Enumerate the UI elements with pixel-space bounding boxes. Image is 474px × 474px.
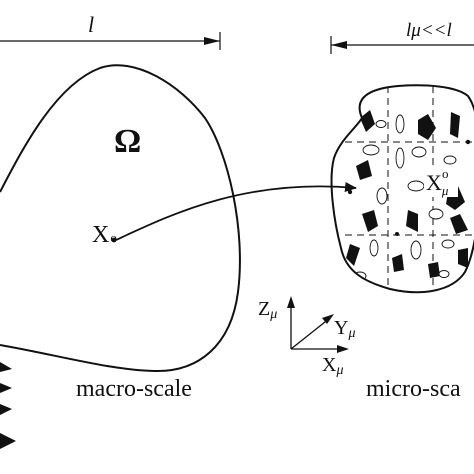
- x-axis-label: Xμ: [322, 354, 343, 378]
- load-arrow-head: [0, 362, 12, 372]
- rve-black-inclusion: [360, 110, 375, 132]
- rve-black-dot: [395, 232, 399, 236]
- z-axis-arrowhead: [287, 296, 295, 308]
- load-arrow-head: [0, 383, 12, 393]
- rve-black-inclusion: [418, 114, 436, 140]
- rve-black-inclusion: [392, 254, 404, 272]
- y-axis-line: [290, 317, 331, 350]
- micro-length-label: lμ<<l: [406, 20, 452, 41]
- rve-hollow-inclusion: [375, 120, 387, 128]
- rve-black-inclusion: [362, 210, 378, 232]
- y-axis-arrowhead: [322, 314, 334, 324]
- rve-hollow-inclusion: [438, 270, 450, 278]
- rve-hollow-inclusion: [441, 239, 455, 249]
- y-axis-label: Yμ: [334, 317, 355, 341]
- rve-black-dot: [347, 189, 353, 195]
- rve-hollow-inclusion: [395, 114, 405, 134]
- micro-rve-boundary: [330, 84, 474, 294]
- micro-rve: Xμ o: [330, 84, 474, 294]
- macro-dimension-arrowhead: [204, 37, 220, 45]
- macro-domain-boundary: [0, 64, 241, 373]
- rve-black-inclusion: [346, 244, 360, 266]
- rve-hollow-inclusion: [395, 147, 405, 169]
- rve-hollow-inclusion: [407, 180, 425, 192]
- rve-black-inclusion: [428, 262, 440, 278]
- rve-black-inclusion: [356, 160, 372, 180]
- z-axis-label: Zμ: [258, 298, 277, 322]
- rve-black-inclusion: [406, 210, 418, 232]
- rve-hollow-inclusion: [411, 146, 427, 158]
- micro-length-dimension: lμ<<l: [330, 20, 474, 54]
- rve-hollow-inclusion: [428, 208, 444, 220]
- micro-inclusions: [345, 86, 474, 293]
- load-arrow-head: [0, 433, 16, 449]
- boundary-load-arrows: [0, 362, 16, 449]
- macro-scale-caption: macro-scale: [76, 376, 192, 402]
- micro-dimension-arrowhead: [331, 41, 347, 49]
- macro-point-label: Xo: [92, 222, 117, 248]
- micro-scale-caption: micro-sca: [366, 376, 461, 402]
- rve-hollow-inclusion: [376, 187, 388, 205]
- micro-point-label-superscript: o: [442, 166, 449, 181]
- x-axis-arrowhead: [337, 345, 349, 353]
- macro-length-dimension: l: [0, 12, 221, 50]
- rve-hollow-inclusion: [443, 155, 457, 165]
- rve-hollow-inclusion: [369, 239, 379, 257]
- rve-hollow-inclusion: [410, 240, 422, 260]
- rve-black-inclusion: [450, 112, 460, 138]
- rve-black-inclusion: [450, 214, 468, 234]
- domain-omega-symbol: Ω: [114, 123, 141, 160]
- macro-point-marker: [111, 237, 117, 243]
- load-arrow-head: [0, 404, 12, 415]
- micro-point-label: Xμ: [426, 170, 449, 198]
- rve-hollow-inclusion: [362, 144, 380, 156]
- rve-black-dot: [465, 139, 471, 145]
- micro-coordinate-axes: Zμ Yμ Xμ: [258, 296, 355, 378]
- scale-transition-arrow: [115, 182, 357, 241]
- macro-length-label: l: [88, 12, 94, 37]
- rve-black-inclusion: [458, 248, 468, 268]
- micro-point-label-backdrop: [424, 165, 458, 197]
